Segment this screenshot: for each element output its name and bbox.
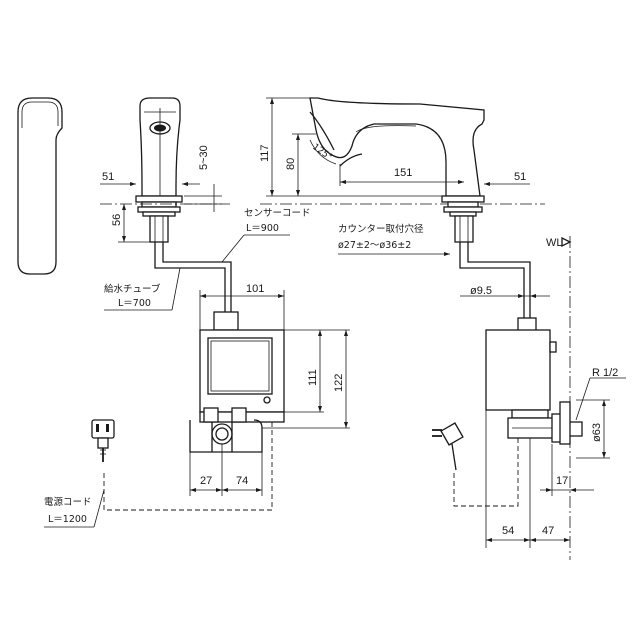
dim-5-30-text: 5~30: [198, 145, 210, 170]
control-box-front: [189, 311, 285, 453]
dim-51-left-text: 51: [102, 171, 114, 183]
dim-angle-text: 125°: [310, 142, 334, 163]
dim-117-80: 117 80: [259, 97, 442, 197]
dim-17: 17: [540, 444, 594, 496]
sensor-cord-length: L＝900: [246, 223, 279, 234]
dim-117-text: 117: [259, 144, 271, 162]
dim-51-right: 51: [484, 171, 530, 186]
dim-74-text: 74: [236, 475, 248, 487]
power-cord-label: 電源コード L＝1200: [44, 489, 105, 528]
dim-54-text: 54: [502, 525, 514, 537]
sensor-cord-text: センサーコード: [244, 208, 311, 219]
dim-27-74: 27 74: [189, 444, 263, 496]
dim-47-text: 47: [542, 525, 554, 537]
dim-54-47: 54 47: [485, 410, 570, 548]
dim-27-text: 27: [200, 475, 212, 487]
dim-111-text: 111: [307, 369, 319, 386]
dim-51-left: 51: [100, 171, 200, 186]
dim-56: 56: [111, 204, 150, 243]
power-cord: [91, 419, 273, 511]
dim-63: ø63: [576, 399, 610, 459]
dim-111-122: 111 122: [262, 329, 350, 429]
power-cord-length: L＝1200: [48, 514, 87, 525]
dim-151-text: 151: [394, 167, 412, 179]
control-box-side: [485, 317, 583, 445]
dim-101: 101: [199, 283, 285, 330]
faucet-side-view: [309, 97, 531, 318]
dim-51-right-text: 51: [514, 171, 526, 183]
dim-80-text: 80: [285, 158, 297, 170]
faucet-front-view: [135, 97, 232, 312]
angle-arc: [309, 139, 337, 165]
power-cord-side: [432, 422, 519, 507]
wall-line: WL: [546, 236, 572, 560]
wl-text: WL: [546, 237, 563, 249]
dim-9-5-text: ø9.5: [470, 285, 492, 297]
r-half-label: R 1/2: [575, 367, 626, 421]
dim-r-text: R 1/2: [592, 367, 618, 379]
supply-tube-text: 給水チューブ: [104, 283, 161, 295]
dim-122-text: 122: [333, 374, 345, 392]
dim-56-text: 56: [111, 214, 123, 226]
supply-tube-label: 給水チューブ L＝700: [104, 267, 181, 311]
counter-hole-dim-text: ø27±2～ø36±2: [338, 240, 411, 251]
power-cord-text: 電源コード: [44, 497, 92, 508]
counter-hole-label: カウンター取付穴径 ø27±2～ø36±2: [338, 223, 450, 256]
supply-tube-length: L＝700: [118, 298, 151, 309]
dim-9-5: ø9.5: [460, 285, 550, 298]
dim-101-text: 101: [246, 283, 264, 295]
faucet-side-profile: [17, 97, 63, 275]
dim-17-text: 17: [556, 475, 568, 487]
dim-151: 151: [339, 164, 464, 186]
dim-5-30: 5~30: [184, 145, 222, 212]
counter-hole-text: カウンター取付穴径: [338, 223, 424, 235]
dim-63-text: ø63: [591, 423, 603, 442]
sensor-cord-label: センサーコード L＝900: [221, 208, 311, 263]
